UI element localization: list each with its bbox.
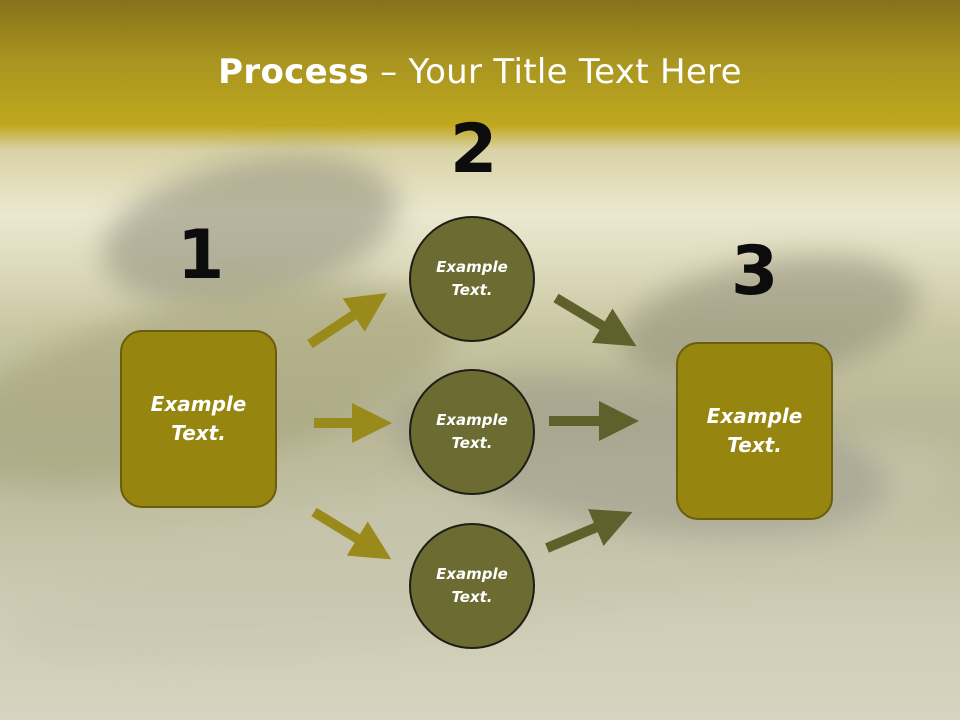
circle-middle-line2: Text. <box>451 434 493 452</box>
title-rest: – Your Title Text Here <box>369 52 742 92</box>
step-number-2: 2 <box>450 110 498 189</box>
circle-bottom-line1: Example <box>436 565 508 583</box>
circle-top-line1: Example <box>436 258 508 276</box>
step-1-box-line2: Text. <box>171 421 226 445</box>
arrow-right-icon <box>553 293 637 347</box>
circle-middle-line1: Example <box>436 411 508 429</box>
step-number-3: 3 <box>731 232 779 311</box>
title-bold: Process <box>218 52 370 92</box>
slide-title: Process – Your Title Text Here <box>0 52 960 92</box>
arrow-right-icon <box>307 293 388 349</box>
step-3-box-line2: Text. <box>727 433 782 457</box>
arrow-right-icon <box>311 507 392 560</box>
arrow-right-icon <box>545 509 633 553</box>
step-number-1: 1 <box>177 216 225 295</box>
circle-bottom-line2: Text. <box>451 588 493 606</box>
step-3-box-line1: Example <box>706 404 803 428</box>
step-1-box-line1: Example <box>150 392 247 416</box>
circle-top-line2: Text. <box>451 281 493 299</box>
